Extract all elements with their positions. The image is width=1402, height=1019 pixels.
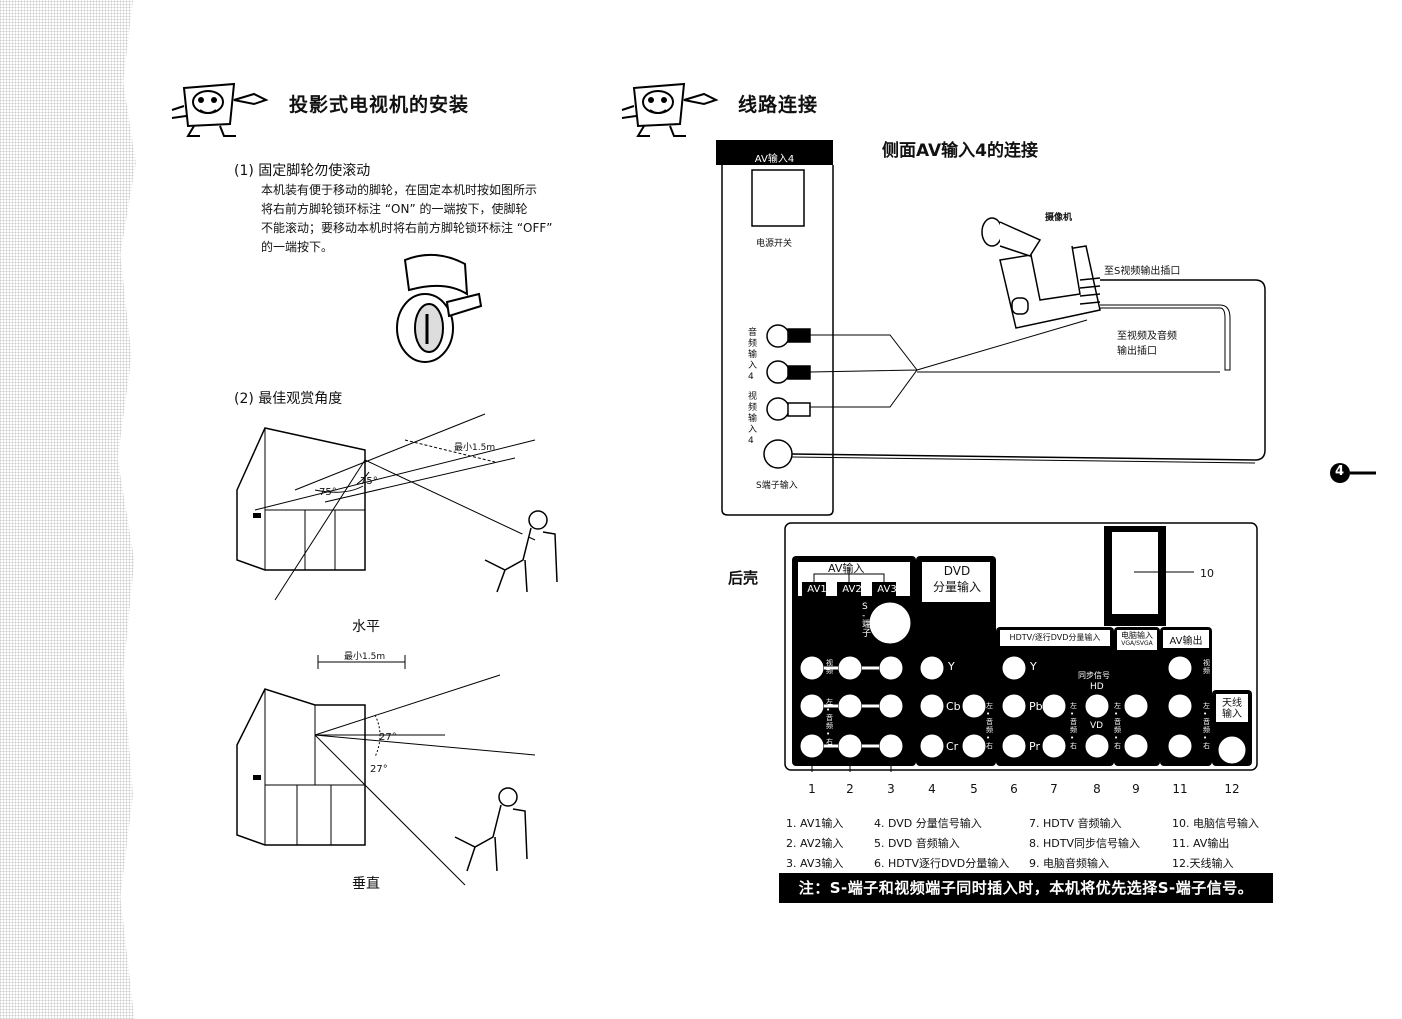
torn-page-edge (0, 0, 136, 1019)
camcorder-label: 摄像机 (1045, 213, 1073, 223)
av2-label: AV2 (842, 584, 862, 595)
dvd-y-label: Y (948, 660, 955, 673)
jack-number: 4 (928, 782, 936, 796)
to-av-out-label-1: 至视频及音频 (1117, 331, 1177, 342)
page-number-badge (1330, 463, 1376, 483)
av3-label: AV3 (877, 584, 897, 595)
jack-number: 6 (1010, 782, 1018, 796)
s-terminal-priority-note: 注：S-端子和视频端子同时插入时，本机将优先选择S-端子信号。 (779, 873, 1273, 903)
jack-number: 11 (1172, 782, 1188, 796)
section1-body: 本机装有便于移动的脚轮，在固定本机时按如图所示 将右前方脚轮锁环标注 “ON” … (261, 181, 553, 257)
hdtv-pb-label: Pb (1029, 700, 1043, 713)
pc-input-header-2: VGA/SVGA (1121, 640, 1153, 647)
tv-mascot-icon (621, 82, 719, 137)
section1-line: 的一端按下。 (261, 240, 334, 254)
legend-item: 3. AV3输入 (786, 857, 844, 870)
side-panel-header-bar (716, 140, 833, 165)
page-number: 4 (1335, 464, 1345, 479)
jack-number: 7 (1050, 782, 1058, 796)
dvd-cr-label: Cr (946, 740, 959, 753)
legend-item: 4. DVD 分量信号输入 (874, 817, 982, 830)
antenna-label-1: 天线 (1222, 698, 1242, 709)
hdtv-audio-label: 左•音频•右 (1070, 702, 1077, 750)
legend-item: 5. DVD 音频输入 (874, 837, 960, 850)
horizontal-angle-diagram (236, 413, 558, 601)
rear-panel-diagram (784, 522, 1258, 772)
legend-item: 7. HDTV 音频输入 (1029, 817, 1122, 830)
s-terminal-in-label: S端子输入 (756, 481, 798, 491)
section1-line: 将右前方脚轮锁环标注 “ON” 的一端按下，使脚轮 (261, 202, 528, 216)
dvd-cb-label: Cb (946, 700, 961, 713)
jack-number: 12 (1224, 782, 1240, 796)
vertical-angle-top: 27° (379, 732, 397, 743)
pc-audio-label: 左•音频•右 (1114, 702, 1121, 750)
hdtv-pr-label: Pr (1029, 740, 1040, 753)
side-connection-diagram (721, 165, 1266, 516)
to-s-video-out-label: 至S视频输出插口 (1104, 266, 1181, 277)
horizontal-angle-right: 75° (360, 476, 378, 487)
jack-number: 1 (808, 782, 816, 796)
legend-item: 9. 电脑音频输入 (1029, 857, 1109, 870)
legend-item: 8. HDTV同步信号输入 (1029, 837, 1140, 850)
av-out-video-label: 视频 (1203, 659, 1210, 675)
section1-line: 不能滚动；要移动本机时将右前方脚轮锁环标注 “OFF” (261, 221, 553, 235)
hdtv-y-label: Y (1030, 660, 1037, 673)
caster-wheel-illustration (396, 253, 483, 363)
dvd-header-2: 分量输入 (932, 580, 981, 594)
legend-item: 2. AV2输入 (786, 837, 844, 850)
pc-input-header-1: 电脑输入 (1121, 631, 1153, 640)
side-panel-header: AV输入4 (754, 154, 795, 165)
legend-item: 11. AV输出 (1172, 837, 1230, 850)
jack-number: 3 (887, 782, 895, 796)
antenna-label-2: 输入 (1222, 709, 1242, 720)
av-input-header: AV输入 (828, 562, 865, 575)
hdtv-header: HDTV/逐行DVD分量输入 (1009, 633, 1101, 642)
dvd-header-1: DVD (943, 564, 971, 578)
tv-mascot-icon (171, 82, 269, 137)
right-page-title: 线路连接 (738, 94, 819, 116)
horizontal-caption: 水平 (352, 619, 380, 635)
rear-panel-label: 后壳 (728, 569, 759, 587)
antenna-header: 天线 输入 (1216, 698, 1248, 720)
horizontal-angle-left: 75° (319, 487, 337, 498)
jack-number: 2 (846, 782, 854, 796)
left-page-title: 投影式电视机的安装 (289, 94, 470, 116)
vertical-angle-diagram (236, 655, 536, 886)
av-output-header: AV输出 (1169, 636, 1203, 647)
side-av-title: 侧面AV输入4的连接 (882, 141, 1038, 161)
horizontal-min-distance: 最小1.5m (454, 443, 496, 453)
jack-number: 5 (970, 782, 978, 796)
callout-10: 10 (1200, 567, 1214, 580)
legend-item: 10. 电脑信号输入 (1172, 817, 1259, 830)
jack-number: 8 (1093, 782, 1101, 796)
audio-in4-label: 音频输入4 (748, 328, 758, 382)
section1-line: 本机装有便于移动的脚轮，在固定本机时按如图所示 (261, 183, 538, 197)
av1-audio-label: 左•音频•右 (826, 698, 833, 746)
sync-label: 同步信号 (1078, 671, 1110, 680)
vertical-min-distance: 最小1.5m (344, 652, 386, 662)
video-in4-label: 视频输入4 (748, 392, 758, 446)
vertical-angle-bottom: 27° (370, 764, 388, 775)
legend-item: 6. HDTV逐行DVD分量输入 (874, 857, 1010, 870)
av1-video-label: 视频 (826, 659, 833, 675)
dvd-audio-label: 左•音频•右 (986, 702, 993, 750)
section2-title: (2) 最佳观赏角度 (234, 391, 343, 407)
vd-label: VD (1090, 721, 1104, 731)
legend-item: 12.天线输入 (1172, 857, 1234, 870)
vertical-caption: 垂直 (352, 876, 380, 892)
to-av-out-label-2: 输出插口 (1117, 346, 1157, 357)
jack-number: 9 (1132, 782, 1140, 796)
av1-label: AV1 (807, 584, 827, 595)
hd-label: HD (1090, 682, 1104, 692)
legend-item: 1. AV1输入 (786, 817, 844, 830)
power-switch-label: 电源开关 (756, 239, 793, 249)
section1-title: (1) 固定脚轮勿使滚动 (234, 163, 371, 179)
av-out-audio-label: 左•音频•右 (1203, 702, 1210, 750)
s-port-label: S-端子 (862, 602, 872, 639)
